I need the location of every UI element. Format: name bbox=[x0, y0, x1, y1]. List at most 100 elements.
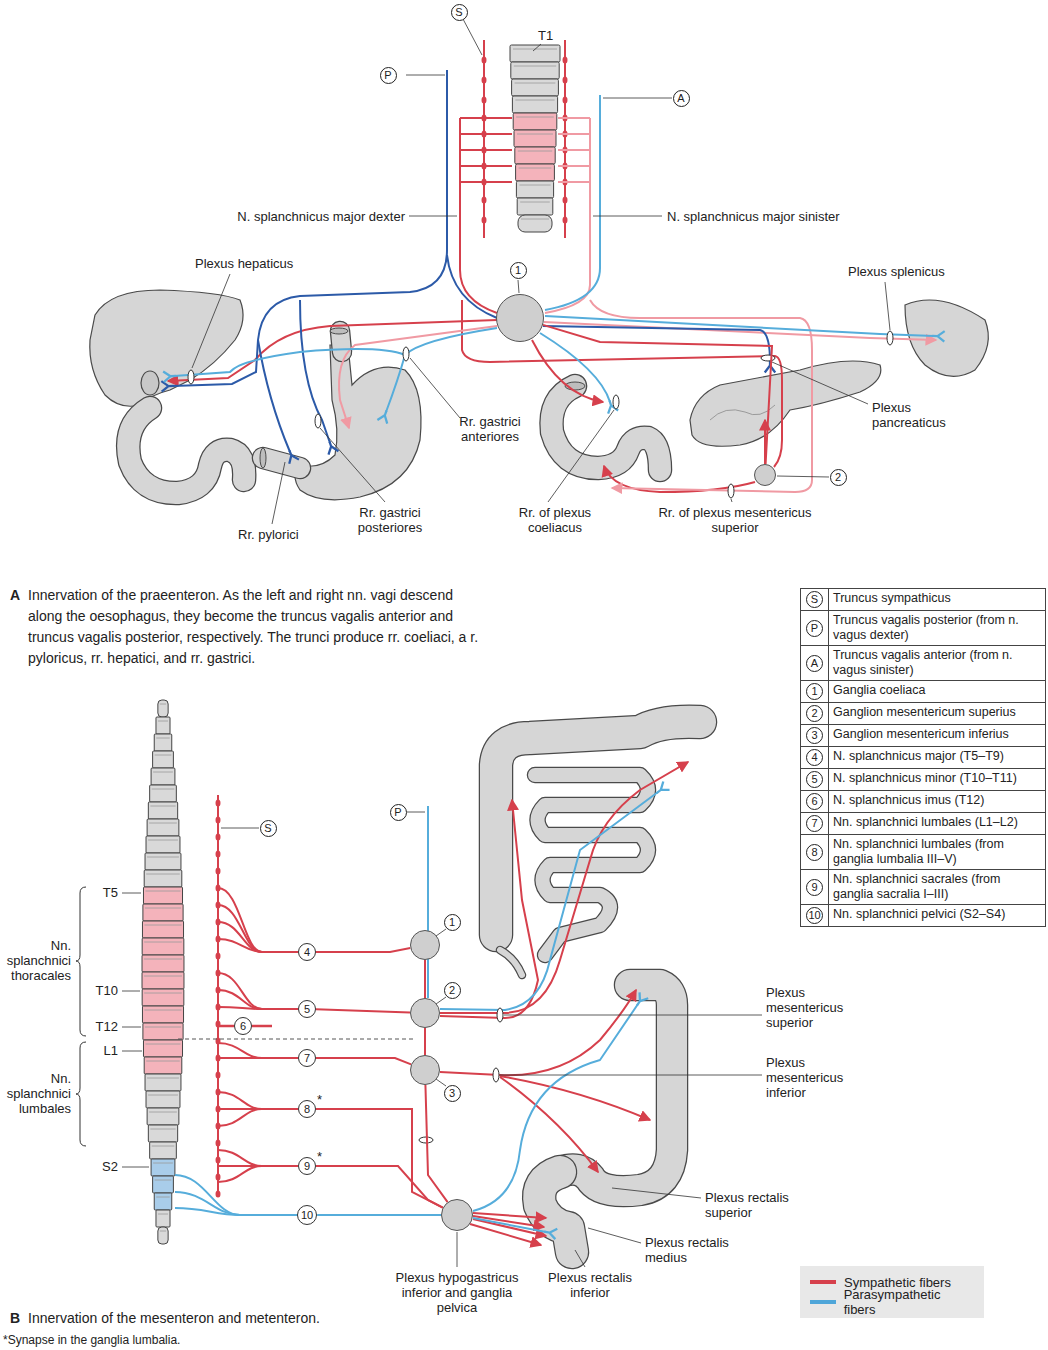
sympathetic-fiber bbox=[440, 762, 688, 1013]
vertebral-column bbox=[511, 62, 559, 79]
figure-caption: Innervation of the mesenteron and metent… bbox=[28, 1308, 368, 1328]
legend-swatch bbox=[810, 1300, 836, 1304]
leader-line bbox=[122, 1167, 149, 1168]
nerve-connector bbox=[316, 948, 410, 952]
sympathetic-fiber bbox=[544, 322, 936, 340]
footnote: *Synapse in the ganglia lumbalia. bbox=[3, 1333, 323, 1347]
callout-number: 10 bbox=[301, 1209, 313, 1221]
group-label: Nn. splanchnici thoracales bbox=[3, 938, 71, 983]
sympathetic-fiber bbox=[168, 118, 782, 492]
callout-number: 1 bbox=[510, 262, 527, 279]
sympathetic-trunk bbox=[218, 990, 298, 1009]
key-table-row: 1Ganglia coeliaca bbox=[801, 681, 1045, 703]
nerve-connector bbox=[316, 1009, 410, 1012]
callout-number: 2 bbox=[444, 982, 461, 999]
plexus-label: Plexus rectalis inferior bbox=[540, 1270, 640, 1300]
parasympathetic-fiber bbox=[447, 255, 497, 318]
vertebral-column bbox=[160, 704, 166, 705]
leader-line bbox=[504, 1015, 762, 1016]
vertebral-column bbox=[151, 768, 175, 785]
leader-line bbox=[122, 991, 140, 992]
ganglion-circle: 1 bbox=[410, 930, 440, 960]
sympathetic-fiber bbox=[440, 762, 688, 1245]
ganglion-circle: Plexus hypogastricus inferior and gangli… bbox=[441, 1199, 473, 1231]
nerve-connector bbox=[317, 1214, 441, 1216]
vertebral-column bbox=[521, 219, 549, 220]
leader-line bbox=[731, 499, 732, 502]
sympathetic-trunk bbox=[460, 117, 512, 119]
tube-opening bbox=[260, 448, 266, 468]
key-text: Truncus vagalis anterior (from n. vagus … bbox=[829, 646, 1045, 680]
pancreas bbox=[690, 361, 881, 446]
vertebral-column bbox=[519, 185, 550, 186]
sympathetic-fiber bbox=[500, 1077, 598, 1172]
sympathetic-trunk bbox=[218, 888, 298, 952]
intestine-tube bbox=[539, 1172, 572, 1252]
nerve-connector bbox=[543, 325, 772, 464]
plexus-ring bbox=[188, 331, 893, 1143]
vertebral-column bbox=[520, 202, 550, 203]
vertebral-column bbox=[144, 993, 182, 994]
vertebral-column bbox=[152, 789, 175, 790]
sympathetic-fiber bbox=[545, 118, 590, 313]
leader-line bbox=[593, 216, 662, 217]
vertebral-column bbox=[158, 1214, 168, 1215]
nerve-callout: 4 bbox=[298, 943, 316, 961]
plexus-ring bbox=[761, 355, 775, 361]
vertebral-column bbox=[146, 1061, 180, 1062]
callout-letter: P bbox=[380, 67, 397, 84]
vertebral-column bbox=[152, 1146, 175, 1147]
vertebral-column bbox=[518, 151, 552, 152]
sympathetic-trunk bbox=[216, 800, 221, 807]
vertebral-column bbox=[142, 989, 184, 1006]
leader-line bbox=[320, 428, 385, 502]
nerve-callout: 7 bbox=[298, 1049, 316, 1067]
sympathetic-trunk bbox=[216, 1157, 221, 1164]
leader-line bbox=[548, 410, 614, 502]
callout-number: 3 bbox=[444, 1085, 461, 1102]
sympathetic-trunk bbox=[482, 57, 487, 64]
leader-line bbox=[410, 358, 460, 418]
plexus-label: Plexus splenicus bbox=[848, 264, 968, 279]
intestine-tube bbox=[535, 775, 648, 955]
vertebral-column bbox=[153, 772, 173, 773]
vertebral-column bbox=[514, 130, 556, 147]
sympathetic-trunk bbox=[218, 922, 298, 952]
key-text: Nn. splanchnici pelvici (S2–S4) bbox=[829, 905, 1009, 926]
sympathetic-trunk bbox=[218, 1150, 298, 1166]
sympathetic-trunk bbox=[460, 149, 512, 151]
key-text: Truncus sympathicus bbox=[829, 589, 955, 610]
legend-swatch bbox=[810, 1280, 836, 1284]
leader-line bbox=[518, 280, 519, 293]
parasympathetic-fiber bbox=[174, 95, 934, 412]
sympathetic-fiber bbox=[339, 326, 497, 428]
vertebral-column bbox=[143, 904, 183, 921]
key-number: 9 bbox=[806, 879, 823, 896]
sympathetic-trunk bbox=[563, 197, 568, 204]
group-label: Nn. splanchnici lumbales bbox=[3, 1071, 71, 1116]
vertebral-column bbox=[512, 79, 559, 96]
leader-line bbox=[500, 1075, 762, 1076]
key-number: 5 bbox=[806, 771, 823, 788]
nerve-connector bbox=[424, 1028, 426, 1055]
vertebral-column bbox=[516, 164, 555, 181]
vertebral-column bbox=[510, 45, 560, 62]
key-number: 2 bbox=[806, 705, 823, 722]
sympathetic-trunk bbox=[175, 40, 590, 1215]
key-table-cell: 10 bbox=[801, 905, 829, 926]
figure-letter: B bbox=[10, 1308, 26, 1328]
key-table-cell: 7 bbox=[801, 813, 829, 834]
vertebral-column bbox=[154, 1193, 172, 1210]
sympathetic-trunk bbox=[558, 117, 590, 119]
nerve-connector bbox=[424, 960, 426, 998]
parasympathetic-fiber bbox=[473, 1218, 546, 1232]
nerve-callout: 9* bbox=[298, 1157, 316, 1175]
vertebral-column bbox=[150, 785, 177, 802]
key-table-cell: 4 bbox=[801, 747, 829, 768]
key-table-cell: 1 bbox=[801, 681, 829, 702]
sympathetic-trunk bbox=[563, 77, 568, 84]
vertebral-column bbox=[155, 1180, 172, 1181]
vertebral-column bbox=[144, 959, 182, 960]
vertebral-column bbox=[517, 134, 553, 135]
vertebral-column bbox=[145, 908, 181, 909]
